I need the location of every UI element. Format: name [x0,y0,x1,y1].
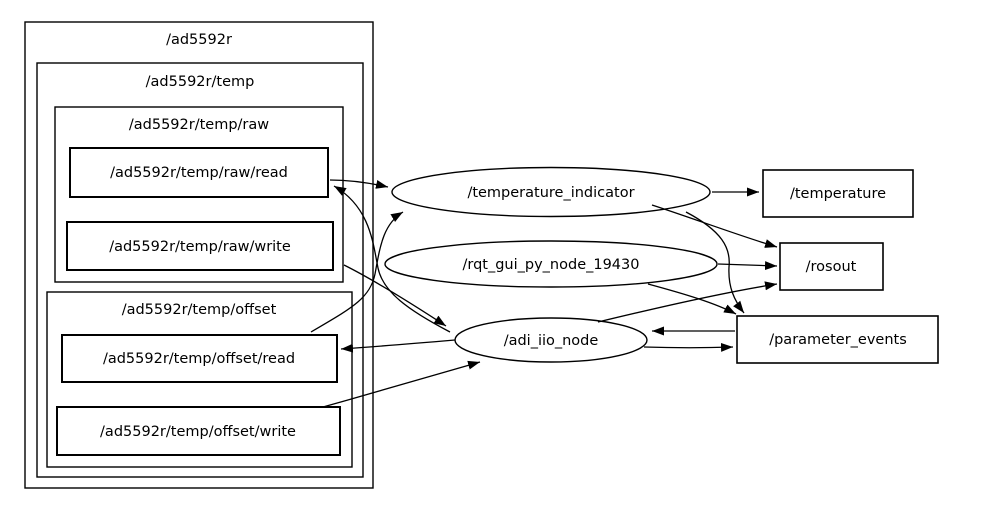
edge-group [310,179,778,408]
topic-box-parameter-events [736,315,939,364]
service-label-offset-read: /ad5592r/temp/offset/read [103,351,295,367]
namespace-label-ad5592r-temp: /ad5592r/temp [146,74,255,90]
topic-label-rosout: /rosout [806,259,857,275]
topic-box-temperature [762,169,914,218]
topic-label-parameter-events: /parameter_events [769,332,907,348]
namespace-label-ad5592r: /ad5592r [166,32,232,48]
topic-box-rosout [779,242,884,291]
node-label-rqt-gui-py-node: /rqt_gui_py_node_19430 [462,257,639,273]
namespace-label-ad5592r-temp-offset: /ad5592r/temp/offset [122,302,277,318]
edge-rqt-gui-py-node-19430-to-parameter-events [647,283,737,315]
edge-ad5592r-temp-raw-read-to-temperature-indicator [329,179,389,189]
service-box-raw-write [66,221,334,271]
service-label-offset-write: /ad5592r/temp/offset/write [100,424,296,440]
edge-ad5592r-temp-offset-write-to-adi-iio-node [322,360,481,408]
service-label-raw-write: /ad5592r/temp/raw/write [109,239,291,255]
edge-adi-iio-node-to-parameter-events [643,342,734,352]
node-label-temperature-indicator: /temperature_indicator [467,185,634,201]
edge-temperature-indicator-to-parameter-events [685,211,745,314]
edge-rqt-gui-py-node-19430-to-rosout [717,261,778,271]
service-box-offset-read [61,334,338,383]
edge-adi-iio-node-to-ad5592r-temp-offset-read [340,339,456,353]
service-label-raw-read: /ad5592r/temp/raw/read [110,165,288,181]
node-ellipse-temperature-indicator [391,166,711,218]
service-box-raw-read [69,147,329,198]
service-group: /ad5592r/temp/raw/read /ad5592r/temp/raw… [56,147,341,456]
edge-adi-iio-node-to-ad5592r-temp-raw-read [333,185,451,333]
topic-label-temperature: /temperature [790,186,886,202]
service-box-offset-write [56,406,341,456]
node-ellipse-rqt-gui-py-node [384,240,718,288]
edge-adi-iio-node-to-rosout [597,281,778,323]
node-group: /temperature_indicator /rqt_gui_py_node_… [384,166,718,363]
edge-ad5592r-temp-raw-write-to-adi-iio-node [343,264,447,327]
node-label-adi-iio-node: /adi_iio_node [504,333,599,349]
edge-temperature-indicator-to-rosout [651,204,778,248]
topic-group: /temperature /rosout /parameter_events [736,169,939,364]
namespace-label-ad5592r-temp-raw: /ad5592r/temp/raw [129,117,269,133]
edge-ad5592r-temp-offset-read-to-temperature-indicator [310,211,404,333]
